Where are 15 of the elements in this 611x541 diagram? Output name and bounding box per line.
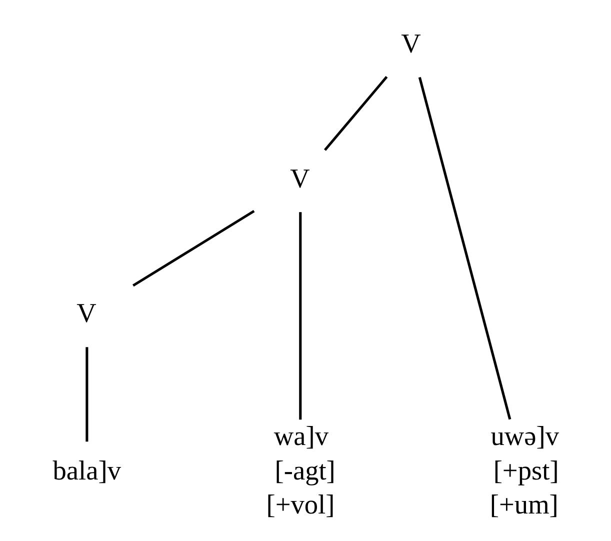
connector bbox=[86, 347, 88, 442]
node-label: [-agt] bbox=[274, 455, 336, 486]
node-text: V bbox=[401, 28, 421, 58]
node-text: bala]v bbox=[52, 455, 122, 486]
node-label: [+pst] bbox=[493, 455, 559, 486]
node-text: V bbox=[76, 298, 96, 328]
node-label: [+vol] bbox=[266, 489, 335, 520]
connector bbox=[132, 210, 255, 287]
node-text: wa]v bbox=[274, 421, 329, 452]
node-label: [+um] bbox=[490, 489, 558, 520]
node-text: V bbox=[290, 163, 310, 194]
connector bbox=[299, 212, 302, 420]
node-text: uwə]v bbox=[490, 421, 560, 452]
connector bbox=[418, 77, 512, 420]
connector bbox=[324, 76, 388, 151]
